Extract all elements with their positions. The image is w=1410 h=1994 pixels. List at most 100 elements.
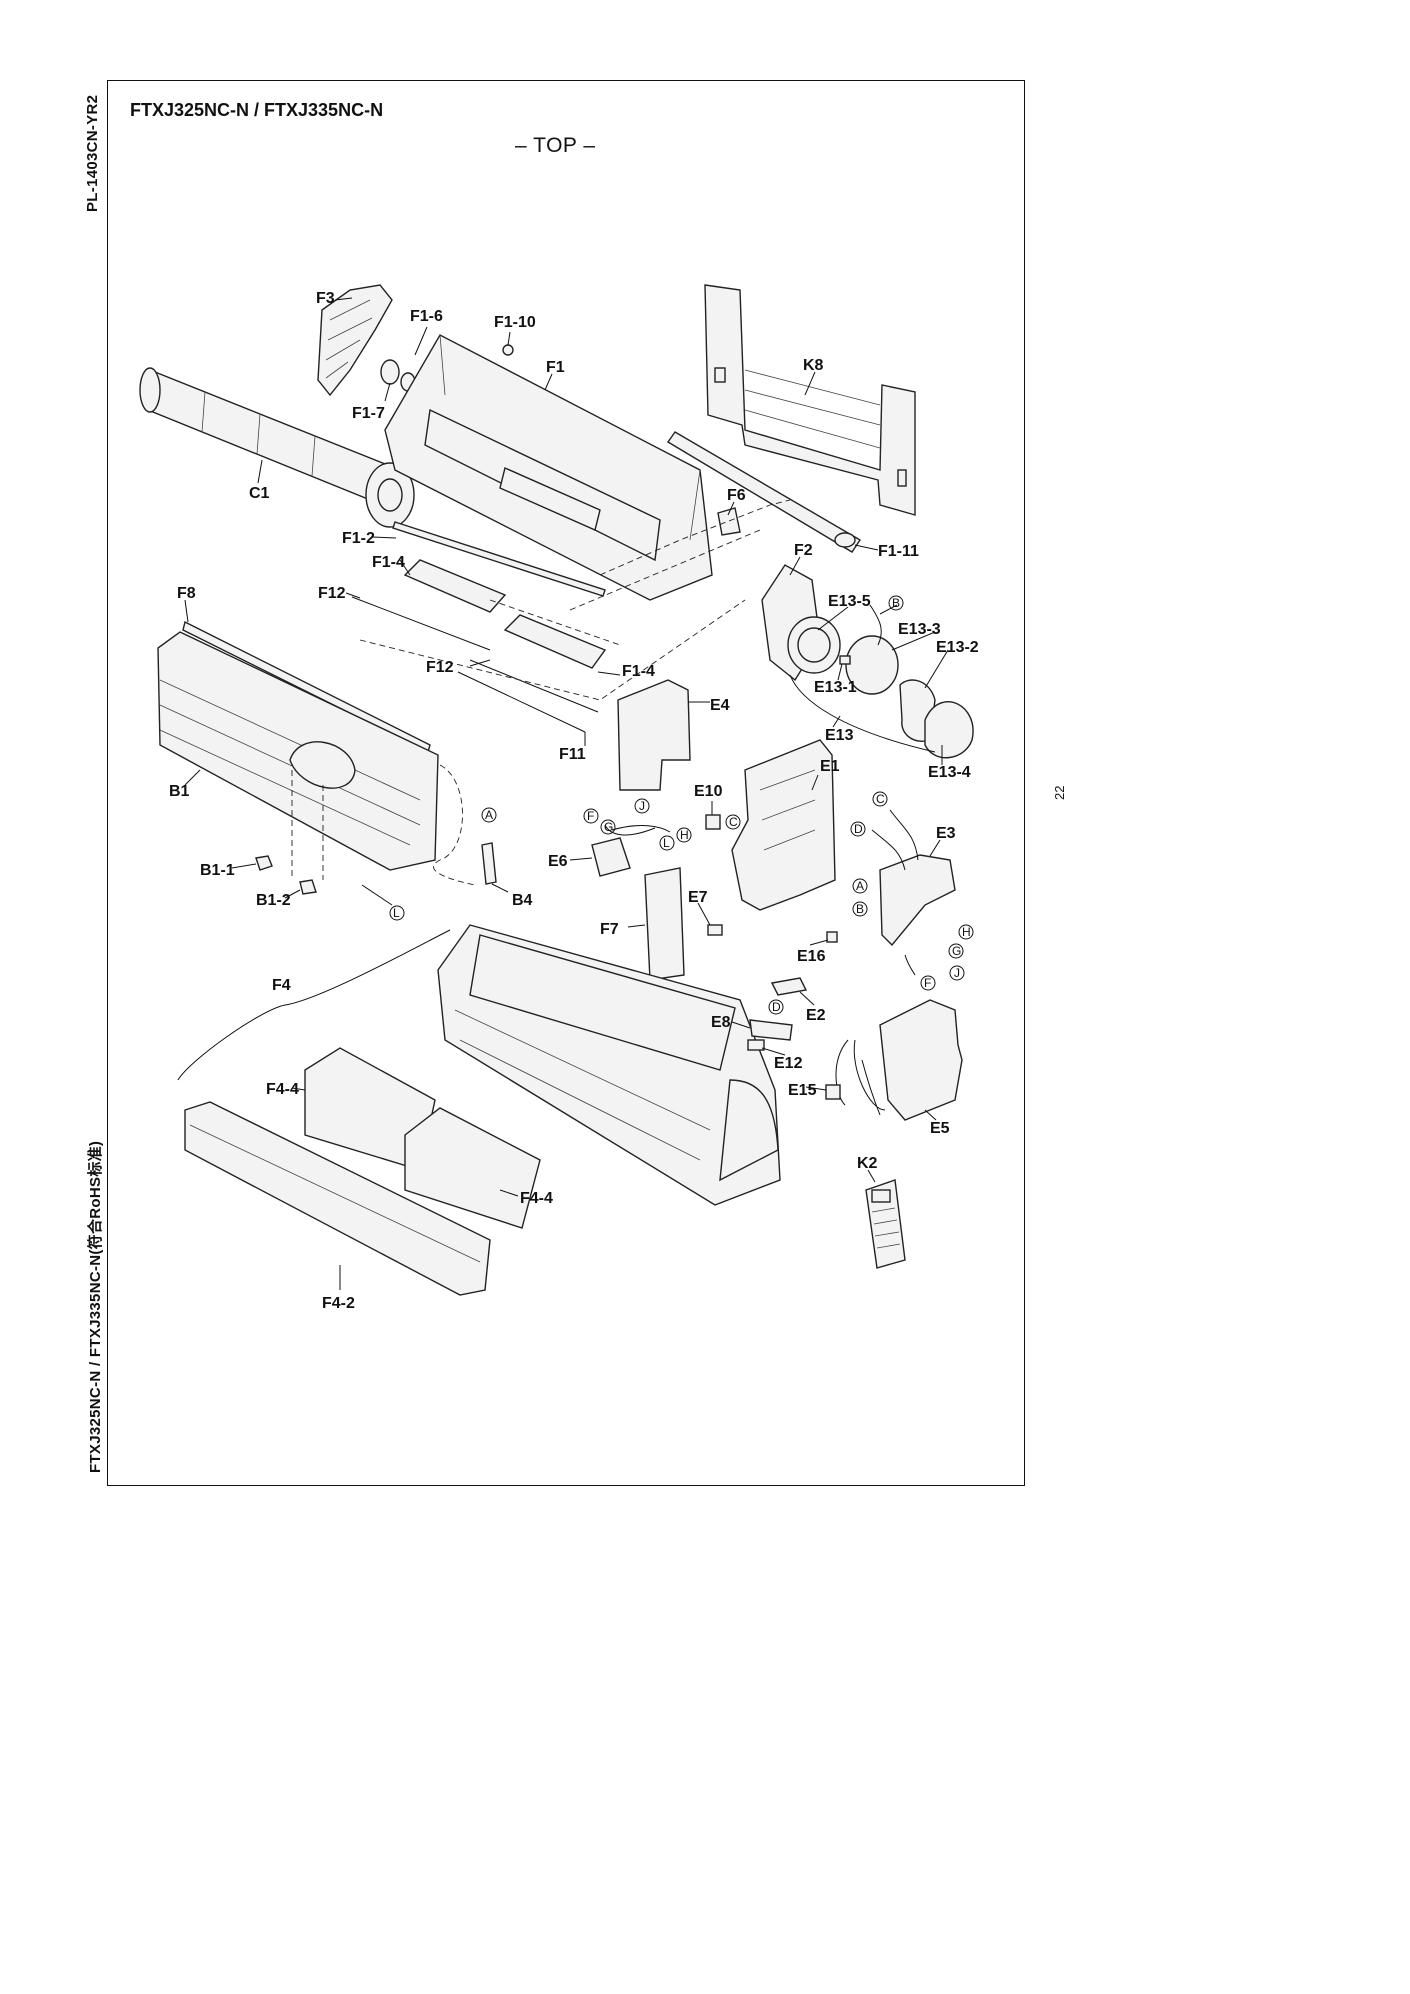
motor-holder-e13-5 [787, 616, 841, 674]
label-e2: E2 [806, 1007, 826, 1024]
label-f1-4-lower: F1-4 [622, 663, 655, 680]
label-f4-2: F4-2 [322, 1295, 355, 1312]
label-f1-6: F1-6 [410, 308, 443, 325]
connecting-rod-f12-lower [469, 659, 599, 713]
svg-text:C: C [876, 792, 885, 806]
label-b1: B1 [169, 783, 190, 800]
label-e13-4: E13-4 [928, 764, 971, 781]
label-e1: E1 [820, 758, 840, 775]
label-e8: E8 [711, 1014, 731, 1031]
connector-ref-j-e6: J [634, 798, 650, 814]
label-f11: F11 [559, 746, 586, 763]
guide-line [489, 599, 621, 646]
label-f1-4-upper: F1-4 [372, 554, 405, 571]
label-e3: E3 [936, 825, 956, 842]
connector-ref-h-e3: H [958, 924, 974, 940]
drawing-frame [107, 80, 1025, 1486]
part-e10 [705, 814, 721, 830]
connector-ref-c-e3: C [872, 791, 888, 807]
label-f1-7: F1-7 [352, 405, 385, 422]
connector-ref-d-e2: D [768, 999, 784, 1015]
exploded-parts-diagram: F3 F1-6 F1-10 F1 K8 F1-7 C1 F6 F1-2 F2 F… [139, 284, 979, 1312]
label-b1-1: B1-1 [200, 862, 235, 879]
control-box-e1 [731, 739, 836, 911]
svg-text:D: D [772, 1000, 781, 1014]
label-b4: B4 [512, 892, 533, 909]
connector-ref-h-e6: H [676, 827, 692, 843]
label-e10: E10 [694, 783, 723, 800]
guide-line [291, 770, 324, 880]
label-f4: F4 [272, 977, 291, 994]
svg-text:H: H [962, 925, 971, 939]
front-panel-f4-2 [184, 1101, 491, 1296]
heat-exchanger-b1 [157, 631, 476, 886]
label-e15: E15 [788, 1082, 817, 1099]
svg-text:J: J [639, 799, 645, 813]
leader-lines [184, 297, 949, 1290]
guide-line [569, 499, 791, 611]
label-k8: K8 [803, 357, 824, 374]
connector-ref-b-top: B [888, 595, 904, 611]
label-f8: F8 [177, 585, 196, 602]
connecting-rod-f12-upper [351, 596, 491, 651]
label-e13-3: E13-3 [898, 621, 941, 638]
label-e12: E12 [774, 1055, 803, 1072]
svg-text:J: J [954, 966, 960, 980]
label-f6: F6 [727, 487, 746, 504]
vertical-louver-f1-4-lower [503, 614, 607, 669]
front-grille-f4 [437, 924, 781, 1206]
part-f6 [717, 507, 741, 536]
label-f3: F3 [316, 290, 335, 307]
guide-line [359, 599, 746, 701]
connector-ref-l-e6: L [659, 835, 675, 851]
connector-ref-g-e6: G [600, 819, 616, 835]
electrical-cover-e4 [617, 679, 691, 791]
svg-text:C: C [729, 815, 738, 829]
connector-ref-b-e3: B [852, 901, 868, 917]
connector-ref-d-e3: D [850, 821, 866, 837]
svg-text:A: A [856, 879, 864, 893]
part-f7 [644, 867, 685, 981]
label-f1-11: F1-11 [878, 543, 919, 560]
connector-ref-f-e6: F [583, 808, 599, 824]
connector-ref-a-left: A [481, 807, 497, 823]
crossflow-fan-c1 [139, 367, 415, 528]
f4-bracket-line [177, 929, 451, 1081]
thermistor-b4 [361, 842, 497, 906]
svg-text:L: L [663, 836, 670, 850]
rod-f11 [457, 671, 586, 733]
remote-controller-k2 [865, 1179, 906, 1269]
label-f7: F7 [600, 921, 619, 938]
svg-text:F: F [924, 976, 931, 990]
model-title: FTXJ325NC-N / FTXJ335NC-N [130, 100, 384, 120]
label-f2: F2 [794, 542, 813, 559]
motor-cover-e13-4 [924, 701, 974, 759]
label-c1: C1 [249, 485, 270, 502]
label-f1-10: F1-10 [494, 314, 536, 331]
label-f1: F1 [546, 359, 565, 376]
part-e8 [749, 1019, 793, 1041]
label-f1-2: F1-2 [342, 530, 375, 547]
svg-text:H: H [680, 828, 689, 842]
mounting-plate-k8 [704, 284, 916, 516]
part-e16 [826, 931, 838, 943]
view-title: – TOP – [515, 134, 596, 157]
label-e13-2: E13-2 [936, 639, 979, 656]
connector-ref-l-left: L [389, 905, 405, 921]
main-frame-f1 [384, 334, 713, 601]
svg-text:B: B [892, 596, 900, 610]
cover-e5 [879, 999, 963, 1121]
label-b1-2: B1-2 [256, 892, 291, 909]
part-e7 [707, 924, 723, 936]
fan-motor-e13-3 [845, 604, 899, 695]
shaft-e13-1 [839, 655, 851, 665]
label-e4: E4 [710, 697, 730, 714]
vertical-louver-f1-4-upper [403, 559, 507, 613]
connector-ref-f-e3: F [920, 975, 936, 991]
label-k2: K2 [857, 1155, 878, 1172]
label-e7: E7 [688, 889, 708, 906]
label-e16: E16 [797, 948, 826, 965]
air-filter-f4-4-right [404, 1107, 541, 1229]
svg-text:G: G [604, 820, 613, 834]
label-e13: E13 [825, 727, 854, 744]
